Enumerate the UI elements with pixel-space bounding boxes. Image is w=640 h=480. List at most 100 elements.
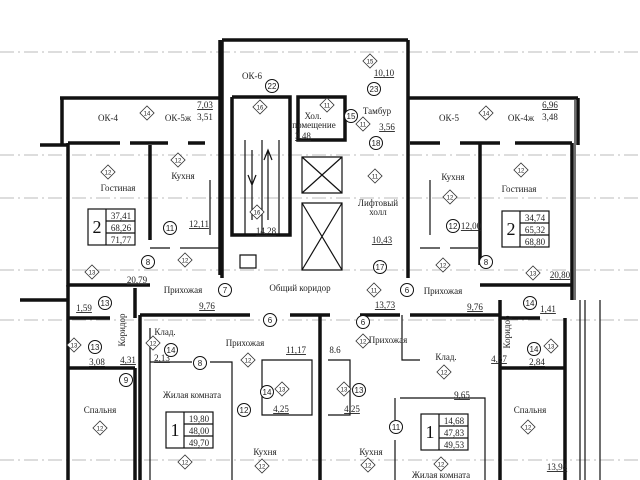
label-ok4zh-right: ОК-4ж	[508, 113, 535, 123]
label-living-b: Жилая комната	[412, 470, 470, 480]
label-balcony-right-a: 6,96	[542, 100, 558, 110]
label-cold-room-area: 3,48	[295, 131, 311, 141]
finish-marker-number: 16	[257, 106, 264, 112]
finish-marker-number: 15	[367, 60, 374, 66]
label-lift-hall-2: холл	[369, 207, 387, 217]
area-value: 19,80	[189, 414, 210, 424]
door-marker-number: 23	[370, 85, 379, 94]
area-value: 48,00	[189, 426, 210, 436]
label-balcony-left-b: 3,51	[197, 112, 213, 122]
room-count: 2	[507, 219, 516, 239]
door-marker: 17	[373, 260, 387, 274]
door-marker-number: 7	[223, 286, 228, 295]
label-corridor-right: Коридор	[502, 315, 512, 348]
label-hall-b-area: 8.6	[329, 345, 341, 355]
finish-marker: 13	[525, 265, 541, 281]
room-count: 1	[426, 422, 435, 442]
room-count: 1	[171, 420, 180, 440]
label-living-left-area: 20,79	[127, 275, 148, 285]
finish-marker-number: 13	[279, 388, 286, 394]
door-marker: 14	[164, 343, 178, 357]
door-marker: 13	[352, 383, 366, 397]
label-ok4-left: ОК-4	[98, 113, 118, 123]
door-marker: 11	[163, 221, 177, 235]
finish-marker-number: 12	[150, 342, 157, 348]
door-marker-number: 11	[392, 423, 401, 432]
finish-marker: 13	[543, 338, 559, 354]
door-marker-number: 6	[361, 318, 366, 327]
door-marker-number: 6	[405, 286, 410, 295]
door-marker-number: 22	[268, 82, 277, 91]
finish-marker: 12	[170, 152, 186, 168]
label-bedroom-right: Спальня	[514, 405, 546, 415]
finish-marker: 12	[442, 189, 458, 205]
finish-marker: 16	[252, 99, 268, 115]
door-marker-number: 8	[198, 359, 203, 368]
label-bath-a-area: 4,25	[273, 404, 289, 414]
label-bath-right-area: 2,84	[529, 357, 545, 367]
label-ok6: ОК-6	[242, 71, 262, 81]
label-balcony-center: 10,10	[374, 68, 395, 78]
finish-marker: 14	[139, 105, 155, 121]
finish-marker-number: 12	[182, 259, 189, 265]
label-storage-a-area: 2,13	[154, 353, 170, 363]
finish-marker-number: 13	[530, 272, 537, 278]
door-marker: 6	[356, 315, 370, 329]
door-marker-number: 13	[101, 299, 110, 308]
label-storage-a: Клад.	[154, 327, 175, 337]
label-bedroom-left: Спальня	[84, 405, 116, 415]
label-living-a: Жилая комната	[163, 390, 221, 400]
area-value: 47,83	[444, 428, 465, 438]
label-hall-right-area: 9,76	[467, 302, 483, 312]
label-corridor-left-area: 4,31	[120, 355, 136, 365]
finish-marker: 13	[84, 264, 100, 280]
door-marker: 23	[367, 82, 381, 96]
finish-marker-number: 12	[259, 465, 266, 471]
finish-marker-number: 12	[447, 196, 454, 202]
finish-marker-number: 12	[438, 463, 445, 469]
door-marker: 6	[400, 283, 414, 297]
label-living-left: Гостиная	[101, 183, 136, 193]
finish-marker: 12	[177, 454, 193, 470]
label-kitchen-b: Кухня	[359, 447, 382, 457]
finish-marker-number: 14	[483, 112, 490, 118]
finish-marker-number: 12	[182, 461, 189, 467]
finish-marker: 12	[240, 352, 256, 368]
finish-marker: 12	[513, 162, 529, 178]
area-value: 71,77	[111, 235, 132, 245]
door-marker: 8	[141, 255, 155, 269]
label-bedroom-right-area: 13,94	[547, 462, 568, 472]
area-value: 49,53	[444, 440, 465, 450]
door-marker-number: 14	[263, 388, 272, 397]
label-living-right: Гостиная	[502, 184, 537, 194]
finish-marker-number: 13	[548, 345, 555, 351]
finish-marker: 13	[274, 381, 290, 397]
label-common-corridor-area: 13,73	[375, 300, 396, 310]
door-marker: 12	[237, 403, 251, 417]
label-ok5zh-left: ОК-5ж	[165, 113, 192, 123]
door-marker: 12	[446, 219, 460, 233]
finish-marker-number: 13	[341, 388, 348, 394]
finish-marker-number: 12	[365, 464, 372, 470]
finish-marker-number: 12	[441, 371, 448, 377]
apartment-area-box: 1 19,80 48,00 49,70	[165, 411, 214, 449]
door-marker: 8	[479, 255, 493, 269]
area-value: 49,70	[189, 438, 210, 448]
finish-marker: 14	[478, 105, 494, 121]
label-hall-a: Прихожая	[226, 338, 265, 348]
door-marker: 8	[193, 356, 207, 370]
label-hall-right: Прихожая	[424, 286, 463, 296]
door-marker: 11	[389, 420, 403, 434]
door-marker-number: 14	[530, 345, 539, 354]
label-lift-hall-area: 10,43	[372, 235, 393, 245]
finish-marker: 12	[436, 364, 452, 380]
label-kitchen-left: Кухня	[171, 171, 194, 181]
door-marker-number: 14	[167, 346, 176, 355]
finish-marker-number: 16	[254, 211, 261, 217]
label-hall-a-area: 11,17	[286, 345, 306, 355]
label-cold-room-2: помещение	[292, 120, 335, 130]
label-hall-left-area: 9,76	[199, 301, 215, 311]
door-marker: 14	[260, 385, 274, 399]
